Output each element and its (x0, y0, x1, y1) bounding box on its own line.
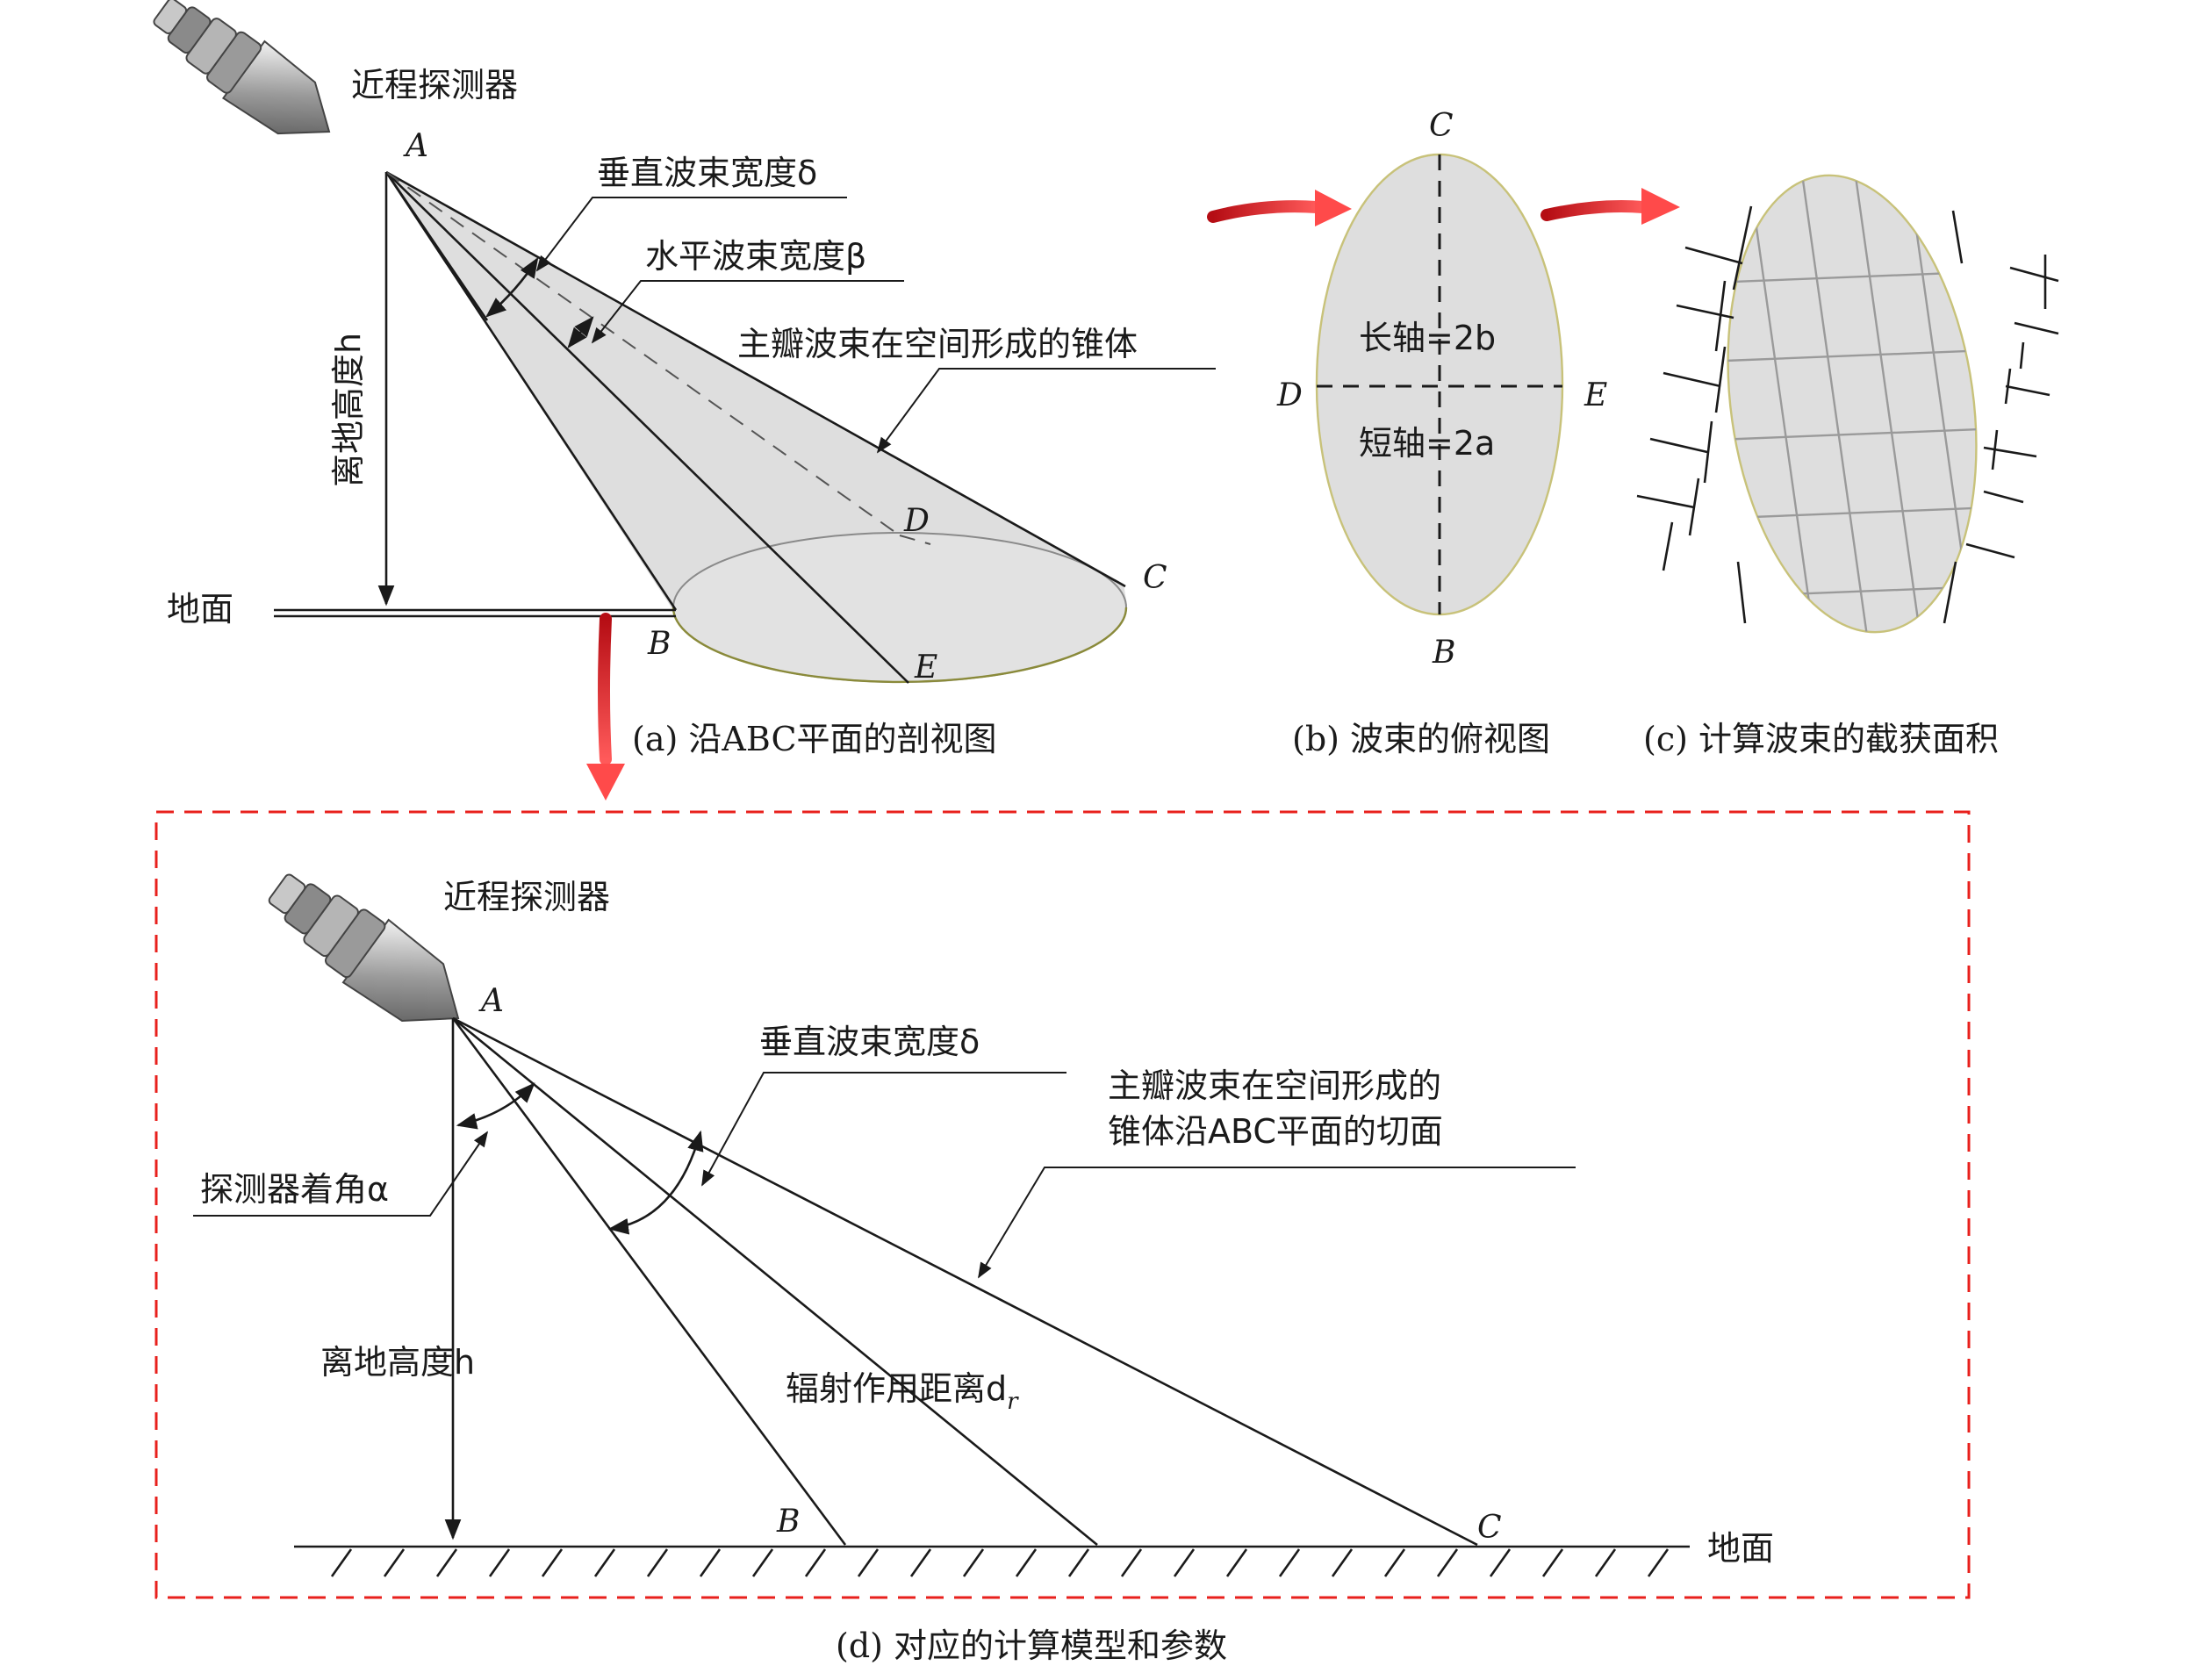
point-d-label: D (1276, 377, 1303, 413)
panel-b: C B D E 长轴=2b 短轴=2a (b) 波束的俯视图 (1207, 108, 1680, 758)
caption-a: (a) 沿ABC平面的剖视图 (632, 720, 997, 758)
cone-label: 主瓣波束在空间形成的锥体 (737, 325, 1138, 363)
incidence-angle-label: 探测器着角α (200, 1170, 389, 1209)
height-label: 离地高度h (320, 1343, 475, 1382)
point-a-label: A (403, 128, 428, 164)
red-arrow-icon (586, 613, 625, 801)
beam-top-view (1315, 153, 1564, 616)
probe-label: 近程探测器 (351, 66, 518, 104)
grid-ticks (1636, 205, 2059, 624)
ground-hatching (330, 1548, 1670, 1577)
red-arrow-icon (1540, 188, 1680, 225)
vertical-beam-width-label: 垂直波束宽度δ (759, 1023, 980, 1061)
probe-icon (268, 873, 460, 1022)
point-b-label: B (1432, 635, 1455, 671)
range-label: 辐射作用距离dr (786, 1369, 1019, 1415)
panel-a: 近程探测器 A B C D E 垂直波束宽度δ 水平波束宽度β 主瓣波束在空间形… (153, 0, 1216, 801)
probe-label: 近程探测器 (443, 878, 610, 916)
red-arrow-icon (1207, 190, 1352, 226)
point-e-label: E (1584, 377, 1607, 413)
long-axis-label: 长轴=2b (1359, 319, 1496, 357)
section-label-line2: 锥体沿ABC平面的切面 (1108, 1112, 1443, 1151)
panel-c: (c) 计算波束的截获面积 (1636, 165, 2059, 758)
caption-c: (c) 计算波束的截获面积 (1643, 720, 1999, 758)
point-a-label: A (478, 983, 504, 1019)
ground-label: 地面 (167, 590, 233, 628)
probe-icon (153, 0, 331, 135)
short-axis-label: 短轴=2a (1359, 424, 1495, 463)
point-e-label: E (914, 650, 937, 686)
panel-d: 近程探测器 A B C 垂直波束宽度δ 主瓣波束在空间形成的 锥体沿ABC平面的… (154, 810, 1971, 1665)
dashed-frame (154, 810, 1971, 1599)
intercepted-area (1727, 174, 1978, 634)
point-c-label: C (1429, 108, 1454, 144)
point-d-label: D (903, 503, 930, 539)
point-c-label: C (1143, 560, 1167, 596)
horizontal-beam-width-label: 水平波束宽度β (645, 237, 866, 276)
height-label: 离地高度h (329, 333, 368, 487)
vertical-beam-width-label: 垂直波束宽度δ (597, 154, 817, 192)
point-b-label: B (776, 1504, 800, 1540)
ground-label: 地面 (1707, 1529, 1774, 1568)
point-b-label: B (647, 626, 671, 662)
point-c-label: C (1477, 1510, 1502, 1546)
caption-d: (d) 对应的计算模型和参数 (836, 1626, 1227, 1665)
section-label-line1: 主瓣波束在空间形成的 (1108, 1066, 1441, 1105)
caption-b: (b) 波束的俯视图 (1292, 720, 1550, 758)
